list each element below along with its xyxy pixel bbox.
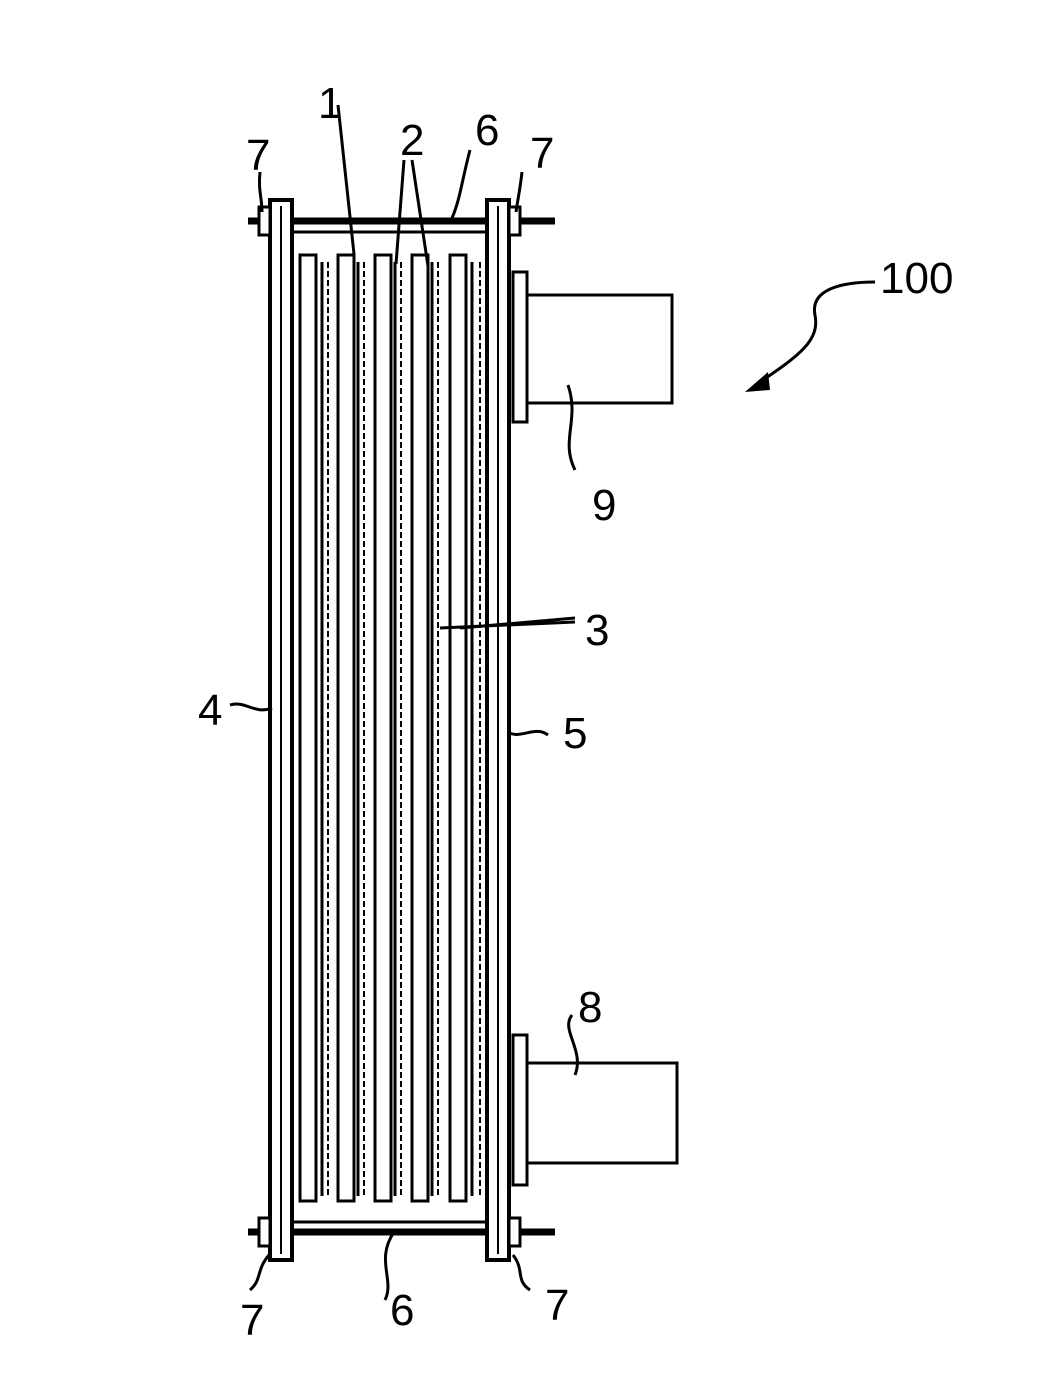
end-plate-left [270, 200, 292, 1260]
label-7-top-right: 7 [530, 129, 554, 178]
label-5: 5 [563, 709, 587, 758]
cell-plate-4 [412, 255, 428, 1201]
label-8: 8 [578, 983, 602, 1032]
label-3: 3 [585, 606, 609, 655]
label-7-top-left: 7 [246, 131, 270, 180]
label-1: 1 [318, 79, 342, 128]
cell-plates [300, 255, 480, 1201]
label-9: 9 [592, 481, 616, 530]
label-7-bottom-right: 7 [545, 1281, 569, 1330]
label-100: 100 [880, 254, 953, 303]
label-2: 2 [400, 116, 424, 165]
port-8-outlet [513, 1035, 677, 1185]
label-6-bottom: 6 [390, 1286, 414, 1335]
port-9-inlet [513, 272, 672, 422]
reference-arrowhead [745, 372, 770, 392]
label-7-bottom-left: 7 [240, 1296, 264, 1345]
label-6-top: 6 [475, 106, 499, 155]
end-plate-right [487, 200, 509, 1260]
cell-plate-3 [375, 255, 391, 1201]
cell-plate-1 [300, 255, 316, 1201]
label-4: 4 [198, 686, 222, 735]
cell-plate-2 [338, 255, 354, 1201]
cell-plate-5 [450, 255, 466, 1201]
